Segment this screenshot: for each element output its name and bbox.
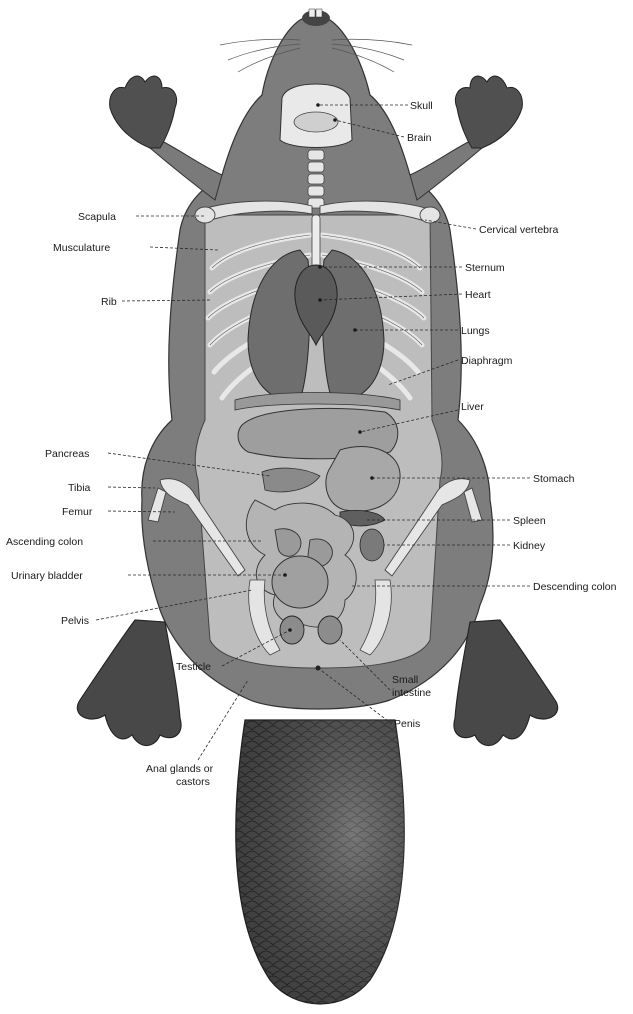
label-spleen: Spleen <box>513 515 546 527</box>
left-front-paw <box>110 76 177 148</box>
label-penis: Penis <box>394 718 420 730</box>
label-femur: Femur <box>62 506 93 518</box>
spine <box>308 150 324 208</box>
label-pelvis: Pelvis <box>61 615 89 627</box>
label-skull: Skull <box>410 100 433 112</box>
kidney <box>360 529 384 561</box>
label-stomach: Stomach <box>533 473 575 485</box>
label-sternum: Sternum <box>465 262 505 274</box>
brain <box>294 112 338 132</box>
label-anal-glands-line2: castors <box>176 776 210 788</box>
label-testicle: Testicle <box>176 661 211 673</box>
right-hind-foot <box>454 620 558 746</box>
label-liver: Liver <box>461 401 484 413</box>
label-pancreas: Pancreas <box>45 448 89 460</box>
label-anal-glands-line1: Anal glands or <box>146 763 214 775</box>
nose <box>302 9 330 26</box>
label-small-intestine-line2: intestine <box>392 687 431 699</box>
right-front-paw <box>455 76 522 148</box>
label-small-intestine-line1: Small <box>392 674 418 686</box>
label-cervical-vertebra: Cervical vertebra <box>479 224 559 236</box>
label-ascending-colon: Ascending colon <box>6 536 83 548</box>
label-descending-colon: Descending colon <box>533 581 617 593</box>
label-tibia: Tibia <box>68 482 91 494</box>
skull <box>280 84 352 148</box>
label-musculature: Musculature <box>53 242 110 254</box>
tail <box>236 720 404 1004</box>
left-hind-foot <box>77 620 181 746</box>
label-rib: Rib <box>101 296 117 308</box>
urinary-bladder <box>272 556 328 608</box>
label-scapula: Scapula <box>78 211 116 223</box>
label-lungs: Lungs <box>461 325 490 337</box>
label-urinary-bladder: Urinary bladder <box>11 570 83 582</box>
label-diaphragm: Diaphragm <box>461 355 513 367</box>
label-kidney: Kidney <box>513 540 546 552</box>
label-brain: Brain <box>407 132 432 144</box>
label-heart: Heart <box>465 289 491 301</box>
